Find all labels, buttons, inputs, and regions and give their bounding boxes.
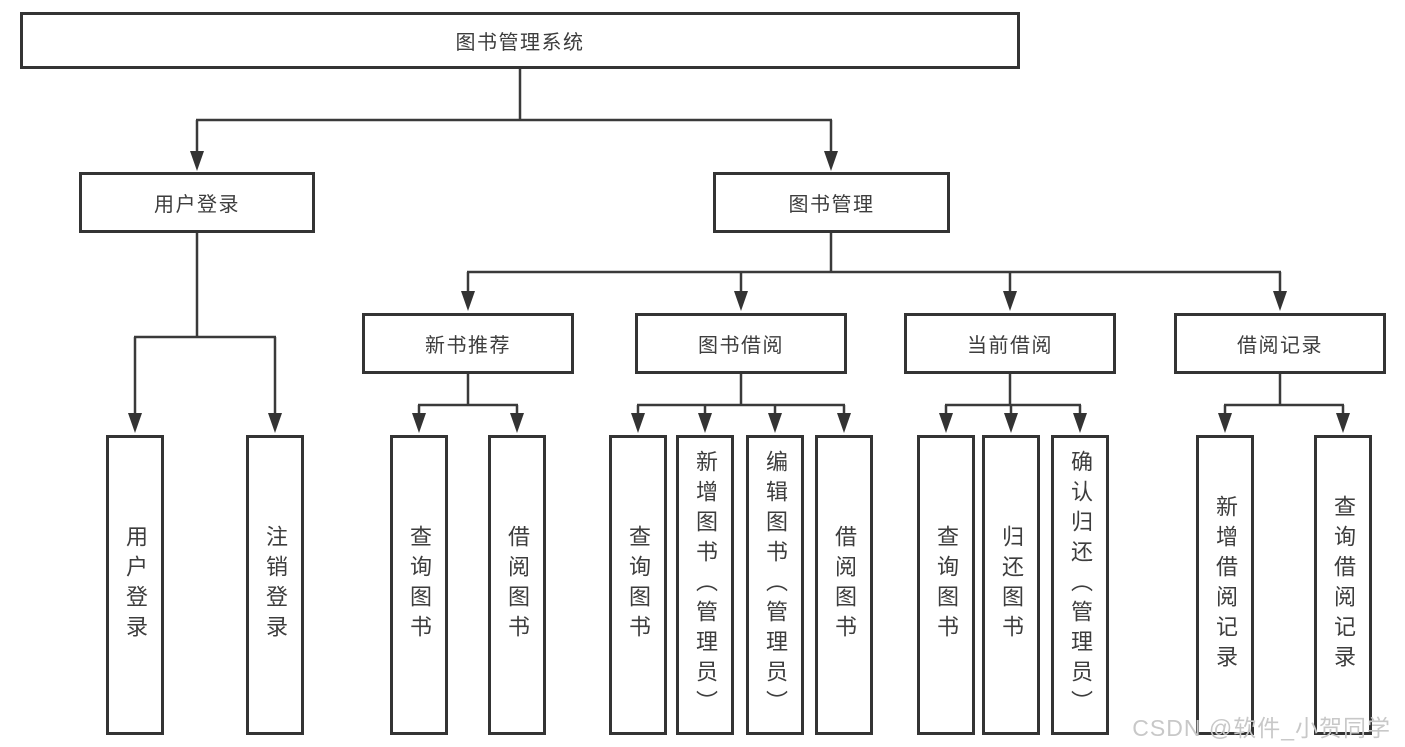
node-label: 新增借阅记录	[1213, 495, 1238, 675]
csdn-watermark: CSDN @软件_小贺同学	[1132, 715, 1391, 741]
node-current-borrowing: 当前借阅	[904, 313, 1116, 374]
arrowhead	[768, 413, 782, 433]
arrowhead	[734, 291, 748, 311]
leaf-add-borrow-record: 新增借阅记录	[1196, 435, 1254, 735]
leaf-query-borrow-record: 查询借阅记录	[1314, 435, 1372, 735]
arrowhead	[1004, 413, 1018, 433]
node-book-borrowing: 图书借阅	[635, 313, 847, 374]
arrowhead	[461, 291, 475, 311]
node-label: 图书借阅	[698, 335, 784, 357]
node-borrow-records: 借阅记录	[1174, 313, 1386, 374]
leaf-borrow-books: 借阅图书	[488, 435, 546, 735]
arrowhead	[631, 413, 645, 433]
leaf-confirm-return-admin: 确认归还（管理员）	[1051, 435, 1109, 735]
node-label: 借阅图书	[505, 525, 530, 645]
arrowhead	[268, 413, 282, 433]
node-label: 确认归还（管理员）	[1068, 450, 1093, 720]
leaf-edit-books-admin: 编辑图书（管理员）	[746, 435, 804, 735]
arrowhead	[1073, 413, 1087, 433]
connector-bookmgmt-to-level3	[461, 232, 1287, 311]
node-label: 图书管理系统	[455, 32, 585, 54]
node-label: 编辑图书（管理员）	[763, 450, 788, 720]
connector-records-to-leaves	[1218, 373, 1350, 433]
node-label: 查询图书	[407, 525, 432, 645]
node-label: 用户登录	[154, 194, 240, 216]
node-label: 注销登录	[263, 525, 288, 645]
node-label: 归还图书	[999, 525, 1024, 645]
connector-borrow-to-leaves	[631, 373, 851, 433]
leaf-return-books: 归还图书	[982, 435, 1040, 735]
node-label: 借阅图书	[832, 525, 857, 645]
arrowhead	[412, 413, 426, 433]
connector-userlogin-to-leaves	[128, 232, 282, 433]
node-label: 图书管理	[788, 194, 875, 216]
connector-recommend-to-leaves	[412, 373, 524, 433]
leaf-borrow-books: 借阅图书	[815, 435, 873, 735]
node-label: 新增图书（管理员）	[693, 450, 718, 720]
leaf-user-login: 用户登录	[106, 435, 164, 735]
node-library-system: 图书管理系统	[20, 12, 1020, 69]
arrowhead	[824, 151, 838, 171]
arrowhead	[190, 151, 204, 171]
arrowhead	[510, 413, 524, 433]
arrowhead	[939, 413, 953, 433]
connector-root-to-level2	[190, 68, 838, 171]
node-label: 借阅记录	[1237, 335, 1323, 357]
arrowhead	[1336, 413, 1350, 433]
arrowhead	[698, 413, 712, 433]
node-user-login-branch: 用户登录	[79, 172, 315, 233]
node-label: 查询图书	[626, 525, 651, 645]
leaf-query-books: 查询图书	[917, 435, 975, 735]
arrowhead	[1003, 291, 1017, 311]
leaf-query-books: 查询图书	[390, 435, 448, 735]
node-new-book-recommend: 新书推荐	[362, 313, 574, 374]
arrowhead	[837, 413, 851, 433]
node-label: 当前借阅	[967, 335, 1053, 357]
arrowhead	[1218, 413, 1232, 433]
leaf-logout: 注销登录	[246, 435, 304, 735]
node-label: 查询图书	[934, 525, 959, 645]
node-label: 新书推荐	[425, 335, 511, 357]
node-label: 查询借阅记录	[1331, 495, 1356, 675]
arrowhead	[1273, 291, 1287, 311]
connector-current-to-leaves	[939, 373, 1087, 433]
node-book-management-branch: 图书管理	[713, 172, 950, 233]
node-label: 用户登录	[123, 525, 148, 645]
leaf-add-books-admin: 新增图书（管理员）	[676, 435, 734, 735]
arrowhead	[128, 413, 142, 433]
leaf-query-books: 查询图书	[609, 435, 667, 735]
